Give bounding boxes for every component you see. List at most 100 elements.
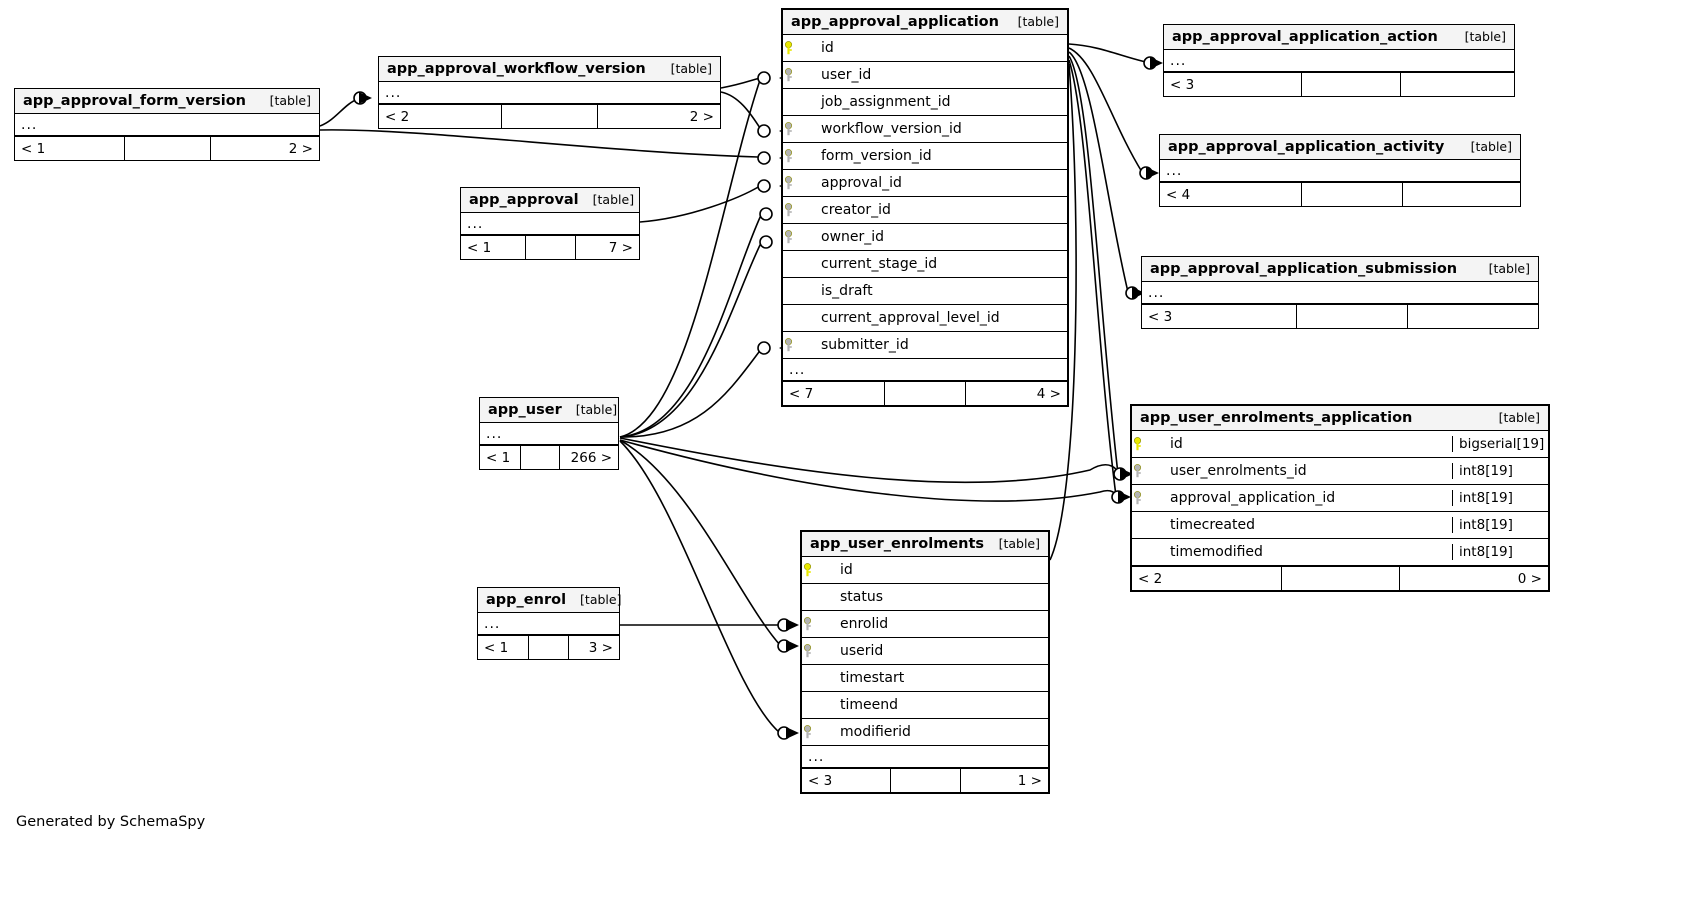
column-name: user_id bbox=[821, 67, 872, 83]
footer-cell[interactable] bbox=[125, 137, 211, 160]
table-type-tag: [table] bbox=[998, 536, 1040, 551]
foreign-key-icon bbox=[783, 338, 817, 352]
foreign-key-icon bbox=[1132, 464, 1166, 478]
column-name: enrolid bbox=[840, 616, 889, 632]
column-row[interactable]: job_assignment_id bbox=[783, 89, 1067, 116]
foreign-key-icon bbox=[1132, 491, 1166, 505]
primary-key-icon bbox=[783, 41, 817, 55]
table-footer: < 3 bbox=[1164, 72, 1514, 96]
footer-cell[interactable] bbox=[1297, 305, 1409, 328]
footer-cell[interactable] bbox=[885, 382, 966, 405]
footer-cell[interactable] bbox=[1403, 183, 1520, 206]
column-row[interactable]: current_stage_id bbox=[783, 251, 1067, 278]
footer-cell[interactable] bbox=[1302, 73, 1402, 96]
column-row[interactable]: timestart bbox=[802, 665, 1048, 692]
table-app_approval_application_action[interactable]: app_approval_application_action[table]..… bbox=[1163, 24, 1515, 97]
schemaspy-credit: Generated by SchemaSpy bbox=[16, 814, 206, 830]
table-header-app_approval_application: app_approval_application[table] bbox=[783, 10, 1067, 35]
column-row[interactable]: modifierid bbox=[802, 719, 1048, 746]
footer-cell[interactable]: 7 > bbox=[608, 239, 633, 256]
column-row[interactable]: is_draft bbox=[783, 278, 1067, 305]
primary-key-icon bbox=[1132, 437, 1166, 451]
footer-cell[interactable]: < 1 bbox=[478, 636, 529, 659]
table-type-tag: [table] bbox=[580, 592, 622, 607]
footer-cell[interactable]: < 3 bbox=[1164, 73, 1303, 96]
foreign-key-icon bbox=[802, 617, 836, 631]
table-type-tag: [table] bbox=[1470, 139, 1512, 154]
footer-cell[interactable] bbox=[502, 105, 598, 128]
footer-cell[interactable] bbox=[1401, 73, 1514, 96]
table-footer: < 1 266 > bbox=[480, 445, 618, 469]
foreign-key-icon bbox=[783, 122, 817, 136]
collapsed-columns-indicator: ... bbox=[461, 213, 639, 235]
column-row[interactable]: status bbox=[802, 584, 1048, 611]
footer-cell[interactable] bbox=[1282, 567, 1400, 590]
table-title: app_user_enrolments bbox=[810, 535, 985, 552]
footer-cell[interactable]: 4 > bbox=[1036, 385, 1061, 402]
column-row[interactable]: id bbox=[802, 557, 1048, 584]
footer-cell[interactable]: < 1 bbox=[480, 446, 522, 469]
table-footer: < 3 1 > bbox=[802, 768, 1048, 792]
column-row[interactable]: approval_id bbox=[783, 170, 1067, 197]
column-row[interactable]: enrolid bbox=[802, 611, 1048, 638]
column-name: approval_id bbox=[821, 175, 902, 191]
column-row[interactable]: user_id bbox=[783, 62, 1067, 89]
footer-cell[interactable]: 3 > bbox=[588, 639, 613, 656]
column-type: int8[19] bbox=[1452, 517, 1548, 533]
table-footer: < 4 bbox=[1160, 182, 1520, 206]
footer-cell[interactable] bbox=[521, 446, 561, 469]
foreign-key-icon bbox=[783, 68, 817, 82]
footer-cell[interactable]: < 2 bbox=[1132, 567, 1282, 590]
footer-cell[interactable]: 2 > bbox=[288, 140, 313, 157]
footer-cell[interactable] bbox=[529, 636, 569, 659]
footer-cell[interactable]: < 1 bbox=[15, 137, 125, 160]
footer-cell[interactable]: 2 > bbox=[689, 108, 714, 125]
column-row[interactable]: form_version_id bbox=[783, 143, 1067, 170]
column-row[interactable]: current_approval_level_id bbox=[783, 305, 1067, 332]
footer-cell[interactable] bbox=[1408, 305, 1538, 328]
footer-cell[interactable] bbox=[891, 769, 961, 792]
table-app_user_enrolments_application[interactable]: app_user_enrolments_application[table]id… bbox=[1130, 404, 1550, 592]
footer-cell[interactable]: 1 > bbox=[1017, 772, 1042, 789]
column-name: id bbox=[1170, 436, 1183, 452]
table-type-tag: [table] bbox=[269, 93, 311, 108]
column-row[interactable]: timeend bbox=[802, 692, 1048, 719]
footer-cell[interactable]: < 1 bbox=[461, 236, 526, 259]
footer-cell[interactable]: < 7 bbox=[783, 382, 885, 405]
footer-cell[interactable] bbox=[1302, 183, 1404, 206]
table-app_approval_application[interactable]: app_approval_application[table]id user_id… bbox=[781, 8, 1069, 407]
table-title: app_approval_application_activity bbox=[1168, 138, 1445, 155]
footer-cell[interactable]: < 3 bbox=[1142, 305, 1298, 328]
collapsed-columns-indicator: ... bbox=[379, 82, 720, 104]
footer-cell[interactable]: 0 > bbox=[1517, 570, 1542, 587]
column-row[interactable]: creator_id bbox=[783, 197, 1067, 224]
column-row[interactable]: id bbox=[783, 35, 1067, 62]
footer-cell[interactable]: < 2 bbox=[379, 105, 502, 128]
column-row[interactable]: userid bbox=[802, 638, 1048, 665]
no-key-spacer bbox=[1132, 518, 1166, 532]
table-type-tag: [table] bbox=[1498, 410, 1540, 425]
column-row[interactable]: owner_id bbox=[783, 224, 1067, 251]
table-header-app_enrol: app_enrol[table] bbox=[478, 588, 622, 613]
footer-cell[interactable]: < 4 bbox=[1160, 183, 1303, 206]
table-app_approval_application_submission[interactable]: app_approval_application_submission[tabl… bbox=[1141, 256, 1539, 329]
column-row[interactable]: workflow_version_id bbox=[783, 116, 1067, 143]
table-app_approval_workflow_version[interactable]: app_approval_workflow_version[table]...<… bbox=[378, 56, 721, 129]
footer-cell[interactable] bbox=[526, 236, 576, 259]
collapsed-columns-indicator: ... bbox=[480, 423, 618, 445]
footer-cell[interactable]: < 3 bbox=[802, 769, 891, 792]
table-app_approval_application_activity[interactable]: app_approval_application_activity [table]… bbox=[1159, 134, 1521, 207]
footer-cell[interactable]: 266 > bbox=[570, 449, 613, 466]
column-row[interactable]: submitter_id bbox=[783, 332, 1067, 359]
table-footer: < 1 2 > bbox=[15, 136, 319, 160]
